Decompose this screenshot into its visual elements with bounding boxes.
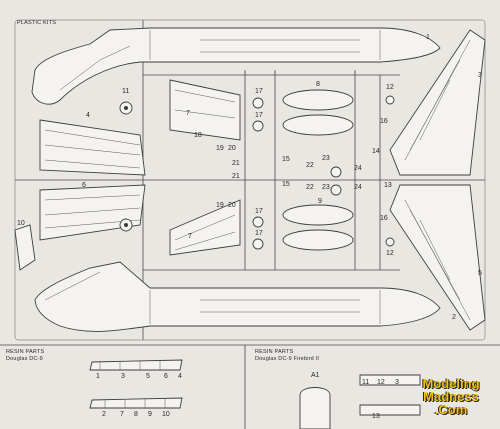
engine-nacelles bbox=[282, 89, 354, 251]
watermark-line-3: .Com bbox=[434, 402, 468, 417]
resin-left-title: RESIN PARTS bbox=[6, 349, 45, 355]
part-number-2: 2 bbox=[452, 314, 456, 321]
resin-parts-left bbox=[89, 359, 183, 409]
part-number-10: 10 bbox=[17, 220, 25, 227]
wing-part-3 bbox=[389, 29, 486, 176]
tail-part-10 bbox=[14, 224, 36, 271]
part-number-19a: 19 bbox=[216, 145, 224, 152]
part-number-17b: 17 bbox=[255, 112, 263, 119]
part-number-14: 14 bbox=[372, 148, 380, 155]
watermark-line-2: Madness bbox=[423, 389, 479, 404]
part-number-18: 18 bbox=[194, 132, 202, 139]
resin-area-frame bbox=[0, 344, 500, 429]
stabilizer-upper-7 bbox=[169, 79, 241, 141]
wheel-parts bbox=[119, 101, 133, 232]
resin-left-num-6: 6 bbox=[164, 373, 168, 380]
watermark-line-1: Modeling bbox=[422, 376, 480, 391]
resin-left-num-9: 9 bbox=[148, 411, 152, 418]
resin-right-num-13: 13 bbox=[372, 413, 380, 420]
resin-right-num-11: 11 bbox=[362, 379, 370, 386]
stabilizer-lower-7 bbox=[169, 199, 241, 256]
resin-left-num-8: 8 bbox=[134, 411, 138, 418]
part-number-24a: 24 bbox=[354, 165, 362, 172]
part-number-3: 3 bbox=[478, 72, 482, 79]
wing-part-4 bbox=[39, 119, 146, 176]
part-number-12a: 12 bbox=[386, 84, 394, 91]
part-number-21a: 21 bbox=[232, 160, 240, 167]
resin-left-num-1: 1 bbox=[96, 373, 100, 380]
resin-left-num-10: 10 bbox=[162, 411, 170, 418]
part-number-13: 13 bbox=[384, 182, 392, 189]
part-number-22a: 22 bbox=[306, 162, 314, 169]
part-number-23b: 23 bbox=[322, 184, 330, 191]
resin-left-num-4: 4 bbox=[178, 373, 182, 380]
small-round-parts bbox=[252, 95, 395, 250]
part-number-19b: 19 bbox=[216, 202, 224, 209]
part-number-17c: 17 bbox=[255, 208, 263, 215]
fuselage-half-1 bbox=[31, 27, 441, 105]
part-number-20b: 20 bbox=[228, 202, 236, 209]
part-number-24b: 24 bbox=[354, 184, 362, 191]
part-number-1: 1 bbox=[426, 34, 430, 41]
modelingmadness-watermark: Modeling Madness .Com bbox=[405, 377, 497, 416]
wing-part-5 bbox=[389, 184, 486, 331]
resin-right-num-a1: A1 bbox=[311, 372, 320, 379]
part-number-23a: 23 bbox=[322, 155, 330, 162]
plastic-kits-label: PLASTIC KITS bbox=[17, 20, 57, 26]
part-number-21b: 21 bbox=[232, 173, 240, 180]
resin-left-num-7: 7 bbox=[120, 411, 124, 418]
resin-left-num-5: 5 bbox=[146, 373, 150, 380]
part-number-20a: 20 bbox=[228, 145, 236, 152]
resin-right-subtitle: Douglas DC-9 Firebird II bbox=[255, 356, 320, 362]
part-number-11: 11 bbox=[122, 88, 130, 95]
part-number-12b: 12 bbox=[386, 250, 394, 257]
part-number-9: 9 bbox=[318, 198, 322, 205]
fuselage-half-2 bbox=[34, 261, 441, 332]
part-number-22b: 22 bbox=[306, 184, 314, 191]
part-number-16a: 16 bbox=[380, 118, 388, 125]
part-number-15a: 15 bbox=[282, 156, 290, 163]
part-number-4: 4 bbox=[86, 112, 90, 119]
part-number-7a: 7 bbox=[186, 110, 190, 117]
part-number-17a: 17 bbox=[255, 88, 263, 95]
part-number-5: 5 bbox=[478, 270, 482, 277]
resin-left-num-2: 2 bbox=[102, 411, 106, 418]
resin-right-num-12: 12 bbox=[377, 379, 385, 386]
resin-right-title: RESIN PARTS bbox=[255, 349, 294, 355]
part-number-15b: 15 bbox=[282, 181, 290, 188]
part-number-16b: 16 bbox=[380, 215, 388, 222]
part-number-17d: 17 bbox=[255, 230, 263, 237]
resin-parts-right bbox=[299, 374, 421, 429]
part-number-7b: 7 bbox=[188, 233, 192, 240]
wing-part-6 bbox=[39, 184, 146, 241]
resin-left-num-3: 3 bbox=[121, 373, 125, 380]
resin-left-subtitle: Douglas DC-9 bbox=[6, 356, 43, 362]
part-number-6: 6 bbox=[82, 182, 86, 189]
part-number-8: 8 bbox=[316, 81, 320, 88]
resin-right-num-3: 3 bbox=[395, 379, 399, 386]
